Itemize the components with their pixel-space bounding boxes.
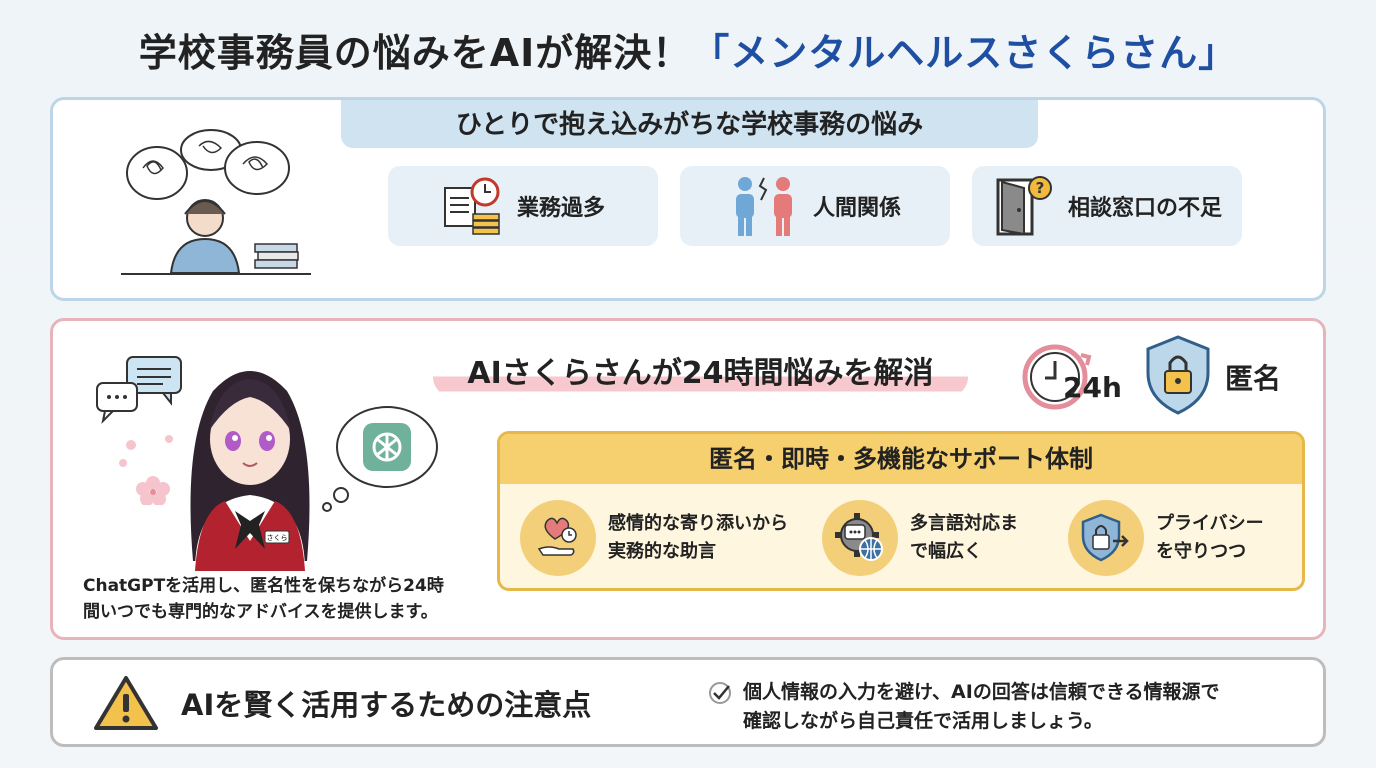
- solution-caption: ChatGPTを活用し、匿名性を保ちながら24時 間いつでも専門的なアドバイスを…: [83, 573, 503, 625]
- problems-panel: ひとりで抱え込みがちな学校事務の悩み 業務過多: [50, 97, 1326, 301]
- caution-text-line-2: 確認しながら自己責任で活用しましょう。: [743, 710, 1103, 732]
- caution-title: AIを賢く活用するための注意点: [181, 688, 592, 722]
- stressed-worker-illustration: [121, 129, 311, 275]
- caption-line-1: ChatGPTを活用し、匿名性を保ちながら24時: [83, 576, 444, 596]
- caution-text: 個人情報の入力を避け、AIの回答は信頼できる情報源で 確認しながら自己責任で活用…: [743, 678, 1303, 736]
- support-system-title: 匿名・即時・多機能なサポート体制: [500, 434, 1302, 484]
- character-name-tag: さくら: [267, 534, 288, 542]
- shield-lock-icon: [1146, 335, 1210, 415]
- people-conflict-icon: [735, 177, 792, 236]
- title-accent: 「メンタルヘルスさくらさん」: [691, 31, 1238, 75]
- ai-thought-bubble: [322, 406, 438, 512]
- support-system-box: 匿名・即時・多機能なサポート体制 感情的な寄り添いから 実務的な助言: [497, 431, 1305, 591]
- page-title: 学校事務員の悩みをAIが解決！「メンタルヘルスさくらさん」: [0, 22, 1376, 77]
- feature-emotional-support: 感情的な寄り添いから 実務的な助言: [520, 500, 788, 576]
- feature-multilingual: 多言語対応ま で幅広く: [822, 500, 1018, 576]
- caution-panel: AIを賢く活用するための注意点 個人情報の入力を避け、AIの回答は信頼できる情報…: [50, 657, 1326, 747]
- caption-line-2: 間いつでも専門的なアドバイスを提供します。: [83, 602, 438, 622]
- feature-1-line1: 感情的な寄り添いから: [608, 513, 788, 534]
- problems-header: ひとりで抱え込みがちな学校事務の悩み: [341, 100, 1038, 148]
- feature-3-line1: プライバシー: [1156, 513, 1264, 534]
- badge-anonymous-label: 匿名: [1225, 362, 1282, 395]
- feature-3-line2: を守りつつ: [1156, 541, 1247, 562]
- solution-heading: AIさくらさんが24時間悩みを解消: [433, 351, 968, 397]
- issue-card-no-consultation: ? 相談窓口の不足: [972, 166, 1242, 246]
- feature-privacy: プライバシー を守りつつ: [1068, 500, 1264, 576]
- chat-bubbles-icon: [96, 356, 182, 425]
- title-main: 学校事務員の悩みをAIが解決！: [138, 31, 692, 75]
- warning-icon: [94, 676, 158, 730]
- caution-text-line-1: 個人情報の入力を避け、AIの回答は信頼できる情報源で: [743, 681, 1220, 703]
- svg-text:?: ?: [1036, 179, 1045, 197]
- gear-globe-icon: [822, 500, 898, 576]
- issue-card-relationships: 人間関係: [680, 166, 950, 246]
- door-question-icon: ?: [996, 176, 1052, 236]
- shield-lock-arrow-icon: [1068, 500, 1144, 576]
- feature-2-line2: で幅広く: [910, 541, 982, 562]
- solution-panel: さくら AIさくらさんが24時間悩みを解消 24h 匿名 匿名・即時・多機能なサ…: [50, 318, 1326, 640]
- heart-hand-icon: [520, 500, 596, 576]
- sakura-flowers-decoration: [119, 435, 173, 505]
- issue-label-relationships: 人間関係: [812, 196, 901, 221]
- feature-2-line1: 多言語対応ま: [910, 513, 1018, 534]
- checkmark-icon: [709, 682, 731, 704]
- badge-24h-label: 24h: [1063, 371, 1122, 404]
- sakura-ai-character: さくら: [190, 371, 310, 571]
- clock-24h-icon: [1022, 344, 1092, 410]
- issue-label-workload: 業務過多: [516, 196, 605, 221]
- issue-label-no-consultation: 相談窓口の不足: [1067, 196, 1222, 221]
- documents-clock-icon: [443, 177, 500, 235]
- issue-card-workload: 業務過多: [388, 166, 658, 246]
- feature-1-line2: 実務的な助言: [608, 541, 716, 562]
